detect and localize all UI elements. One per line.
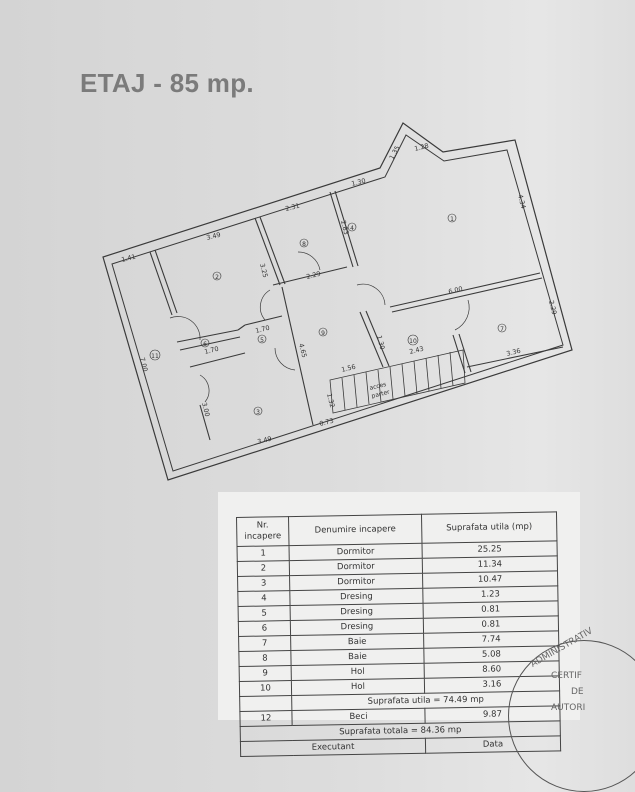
room-label-8: 8 — [299, 238, 309, 248]
dimension-label: 4.65 — [297, 343, 308, 359]
dimension-label: 2.31 — [285, 202, 301, 213]
room-number: 8 — [238, 650, 292, 667]
room-number: 6 — [238, 620, 291, 637]
outer-walls — [102, 122, 573, 481]
dimension-label: 7.00 — [138, 357, 149, 373]
dimension-label: 1.32 — [325, 393, 336, 409]
svg-text:3: 3 — [256, 409, 260, 416]
dimension-label: 1.70 — [204, 345, 220, 356]
room-label-9: 9 — [318, 327, 328, 337]
dimension-label: 2.43 — [409, 345, 425, 356]
dimension-label: 3.36 — [506, 347, 522, 358]
dimension-label: 2.29 — [547, 300, 558, 316]
dimension-label: 1.56 — [341, 363, 357, 374]
room-label-5: 5 — [257, 334, 267, 344]
dimension-label: 6.00 — [448, 285, 464, 296]
svg-text:7: 7 — [500, 326, 504, 333]
dimensions: 3.49 1.41 3.25 2.31 2.83 1.30 1.35 1.28 … — [121, 142, 559, 446]
svg-text:5: 5 — [260, 337, 264, 344]
dimension-label: 1.35 — [388, 144, 402, 161]
interior-walls — [149, 190, 564, 441]
dimension-label: 3.49 — [257, 435, 273, 446]
floor-title: ETAJ - 85 mp. — [80, 68, 254, 98]
door-arcs — [169, 251, 470, 403]
svg-text:10: 10 — [409, 338, 417, 345]
svg-text:6: 6 — [203, 341, 207, 348]
room-label-2: 2 — [212, 271, 222, 281]
room-label-1: 1 — [447, 213, 457, 223]
room-number: 1 — [237, 545, 290, 562]
room-label-3: 3 — [253, 406, 263, 416]
svg-text:8: 8 — [302, 241, 306, 248]
room-label-11: 11 — [149, 349, 161, 361]
dimension-label: 4.34 — [516, 194, 527, 210]
dimension-label: 2.83 — [339, 220, 350, 236]
svg-text:9: 9 — [321, 330, 325, 337]
room-numbers: 1 2 3 4 5 6 7 8 9 10 11 — [149, 213, 507, 416]
svg-text:2: 2 — [215, 274, 219, 281]
room-label-7: 7 — [497, 323, 507, 333]
dimension-label: 1.70 — [255, 324, 271, 335]
stairs — [329, 349, 466, 414]
svg-text:11: 11 — [151, 353, 159, 360]
room-number: 10 — [239, 680, 292, 697]
room-number: 4 — [237, 590, 291, 607]
dimension-label: 1.41 — [121, 253, 137, 264]
room-number: 9 — [239, 665, 292, 682]
stairs-label: parter — [371, 389, 391, 400]
dimension-label: 1.28 — [414, 142, 430, 153]
dimension-label: 3.49 — [206, 231, 222, 242]
room-number: 7 — [238, 635, 291, 652]
dimension-label: 0.73 — [319, 417, 335, 428]
room-number: 2 — [237, 560, 290, 577]
dimension-label: 1.30 — [375, 335, 386, 351]
dimension-label: 3.00 — [200, 402, 211, 418]
dimension-label: 1.30 — [351, 177, 367, 188]
dimension-label: 3.25 — [258, 263, 269, 279]
dimension-label: 2.29 — [306, 270, 322, 281]
room-label-6: 6 — [200, 338, 210, 348]
room-number: 5 — [238, 605, 291, 622]
svg-text:1: 1 — [450, 216, 454, 223]
room-label-10: 10 — [407, 334, 419, 346]
floor-plan: 1 2 3 4 5 6 7 8 9 10 11 3.49 1.41 3.25 2… — [102, 122, 573, 481]
room-number: 3 — [237, 575, 290, 592]
svg-text:4: 4 — [350, 225, 354, 232]
room-label-4: 4 — [347, 222, 357, 232]
stairs-label: acces — [369, 381, 387, 392]
